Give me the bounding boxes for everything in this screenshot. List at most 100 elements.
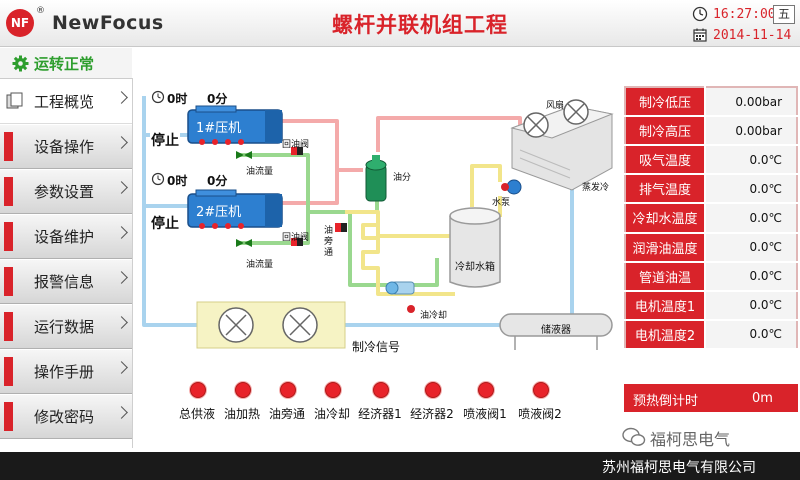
sidebar-item-maintenance[interactable]: 设备维护 bbox=[0, 215, 132, 259]
sidebar-item-label: 报警信息 bbox=[34, 273, 95, 291]
chevron-right-icon bbox=[115, 226, 128, 239]
param-value: 0.00bar bbox=[705, 87, 797, 118]
menu-marker bbox=[4, 222, 13, 251]
liquid-receiver bbox=[499, 313, 613, 350]
sidebar-item-label: 设备维护 bbox=[34, 228, 95, 246]
runtime-clock-1-icon bbox=[151, 90, 165, 104]
preheat-countdown-label: 预热倒计时 bbox=[633, 394, 699, 409]
signal-oil-bypass-indicator bbox=[280, 382, 296, 398]
chevron-right-icon bbox=[115, 136, 128, 149]
page-title: 螺杆并联机组工程 bbox=[332, 12, 508, 37]
chevron-right-icon bbox=[115, 181, 128, 194]
run-status-text: 运转正常 bbox=[34, 55, 95, 73]
param-name: 吸气温度 bbox=[625, 145, 706, 176]
refrigeration-signal-label: 制冷信号 bbox=[352, 340, 401, 354]
comp2-label: 2#压机 bbox=[196, 205, 242, 220]
menu-marker bbox=[4, 132, 13, 161]
chevron-right-icon bbox=[115, 91, 128, 104]
param-value: 0.00bar bbox=[705, 116, 797, 147]
cooling-water-tank bbox=[449, 207, 501, 288]
air-cooled-condenser bbox=[196, 301, 346, 349]
signal-label: 经济器1 bbox=[358, 407, 402, 421]
receiver-label: 储液器 bbox=[541, 325, 571, 336]
param-value: 0.0℃ bbox=[705, 232, 797, 263]
oil-bypass-valve-icon bbox=[335, 223, 347, 232]
param-value: 0.0℃ bbox=[705, 290, 797, 321]
signal-total-supply-indicator bbox=[190, 382, 206, 398]
oil-separator-label: 油分 bbox=[393, 173, 412, 183]
sidebar-item-device-operation[interactable]: 设备操作 bbox=[0, 125, 132, 169]
calendar-icon bbox=[693, 28, 707, 42]
evaporative-condenser-label: 蒸发冷 bbox=[582, 183, 610, 193]
oil-flow-switch-1-icon bbox=[236, 151, 252, 159]
comp2-hours: 0时 bbox=[167, 174, 188, 188]
sidebar-item-run-data[interactable]: 运行数据 bbox=[0, 305, 132, 349]
param-name: 电机温度2 bbox=[625, 319, 706, 351]
comp2-state: 停止 bbox=[150, 213, 180, 233]
comp1-label: 1#压机 bbox=[196, 121, 242, 136]
gear-icon bbox=[12, 55, 29, 72]
oil-cooling-pump[interactable] bbox=[385, 281, 415, 313]
sidebar-item-parameter-settings[interactable]: 参数设置 bbox=[0, 170, 132, 214]
signal-injection-valve-1-indicator bbox=[478, 382, 494, 398]
menu-marker bbox=[4, 402, 13, 431]
sidebar-item-overview[interactable]: 工程概览 bbox=[0, 80, 132, 124]
sidebar-item-change-password[interactable]: 修改密码 bbox=[0, 395, 132, 439]
runtime-clock-2-icon bbox=[151, 172, 165, 186]
sidebar-item-label: 设备操作 bbox=[34, 138, 95, 156]
param-name: 制冷低压 bbox=[625, 87, 706, 118]
preheat-countdown-panel bbox=[624, 384, 798, 412]
comp1-hours: 0时 bbox=[167, 92, 188, 106]
oil-return-valve-1-icon bbox=[291, 147, 303, 155]
signal-economizer-2-indicator bbox=[425, 382, 441, 398]
sidebar-item-label: 运行数据 bbox=[34, 318, 95, 336]
signal-oil-heating-indicator bbox=[235, 382, 251, 398]
cooling-tank-label: 冷却水箱 bbox=[455, 262, 495, 273]
oil-bypass-label: 油旁通 bbox=[324, 226, 334, 258]
chevron-right-icon bbox=[115, 361, 128, 374]
comp1-minutes: 0分 bbox=[207, 92, 228, 106]
document-icon bbox=[6, 92, 23, 109]
oil-return-valve-2-label: 回油阀 bbox=[282, 233, 310, 243]
signal-label: 经济器2 bbox=[410, 407, 454, 421]
oil-cooling-label: 油冷却 bbox=[420, 311, 448, 321]
sidebar-divider bbox=[132, 78, 133, 448]
signal-label: 油旁通 bbox=[268, 407, 305, 421]
logo-registered-mark: ® bbox=[36, 6, 45, 16]
menu-marker bbox=[4, 357, 13, 386]
signal-label: 油冷却 bbox=[313, 407, 350, 421]
compressor-2[interactable] bbox=[187, 189, 283, 229]
menu-marker bbox=[4, 267, 13, 296]
signal-label: 喷液阀2 bbox=[518, 407, 562, 421]
param-value: 0.0℃ bbox=[705, 261, 797, 292]
preheat-countdown-value: 0m bbox=[752, 391, 773, 406]
param-name: 冷却水温度 bbox=[625, 203, 706, 234]
menu-marker bbox=[4, 177, 13, 206]
sidebar-item-alarms[interactable]: 报警信息 bbox=[0, 260, 132, 304]
param-value: 0.0℃ bbox=[705, 203, 797, 234]
water-pump[interactable] bbox=[501, 179, 522, 195]
compressor-1[interactable] bbox=[187, 105, 283, 145]
param-name: 制冷高压 bbox=[625, 116, 706, 147]
comp2-minutes: 0分 bbox=[207, 174, 228, 188]
chevron-right-icon bbox=[115, 406, 128, 419]
current-time: 16:27:00 bbox=[713, 7, 776, 22]
sidebar-item-manual[interactable]: 操作手册 bbox=[0, 350, 132, 394]
oil-flow-2-label: 油流量 bbox=[246, 260, 274, 270]
param-value: 0.0℃ bbox=[705, 145, 797, 176]
param-name: 排气温度 bbox=[625, 174, 706, 205]
oil-flow-switch-2-icon bbox=[236, 239, 252, 247]
oil-return-valve-1-label: 回油阀 bbox=[282, 140, 310, 150]
chevron-right-icon bbox=[115, 316, 128, 329]
signal-oil-cooling-indicator bbox=[325, 382, 341, 398]
sidebar-item-label: 操作手册 bbox=[34, 363, 95, 381]
weekday-badge: 五 bbox=[773, 5, 795, 24]
